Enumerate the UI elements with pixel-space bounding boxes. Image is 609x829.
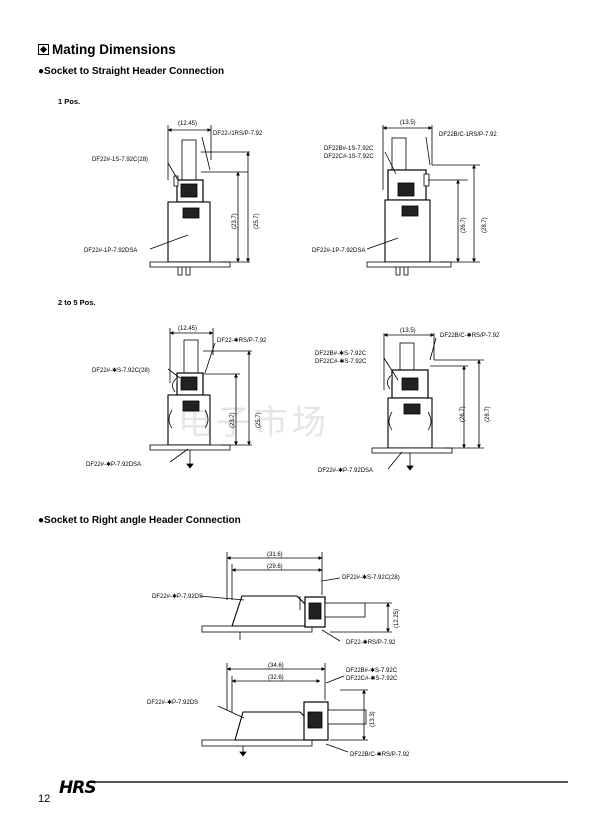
d2-top-dim: (13.5): [400, 120, 416, 126]
diagram-multipos-left: [149, 328, 252, 469]
diagram-right-angle-1: [199, 552, 392, 642]
d4-top-dim: (13.5): [400, 328, 416, 334]
subsection-1-pos: 1 Pos.: [58, 97, 81, 106]
d6-label-socket-2: DF22C#-✱S-7.92C: [346, 675, 398, 682]
d2-label-socket-1: DF22B#-1S-7.92C: [324, 146, 374, 152]
d2-dim-a: (26.7): [461, 217, 467, 233]
d6-label-receptacle: DF22B/C-✱RS/P-7.92: [350, 751, 410, 758]
section-heading-straight: ●Socket to Straight Header Connection: [38, 66, 225, 77]
d2-label-header: DF22#-1P-7.92DSA: [312, 248, 365, 254]
d5-dim-outer: (31.6): [267, 552, 283, 558]
d5-label-socket: DF22#-✱S-7.92C(28): [342, 574, 400, 581]
page-number: 12: [38, 793, 51, 805]
d1-dim-a: (23.7): [232, 213, 238, 229]
d5-dim-inner: (29.6): [267, 564, 283, 570]
d1-dim-b: (25.7): [254, 213, 260, 229]
subsection-2-to-5-pos: 2 to 5 Pos.: [58, 298, 96, 307]
d6-dim-inner: (32.6): [268, 675, 284, 681]
d3-top-dim: (12.45): [178, 326, 197, 332]
d4-dim-a: (26.7): [460, 406, 466, 422]
section-heading-right-angle: ●Socket to Right angle Header Connection: [38, 515, 241, 526]
footer-rule: [88, 781, 568, 783]
d2-dim-b: (28.7): [482, 217, 488, 233]
d4-label-header: DF22#-✱P-7.92DSA: [318, 467, 373, 474]
d4-label-socket-1: DF22B#-✱S-7.92C: [315, 350, 367, 357]
d1-label-header: DF22#-1P-7.92DSA: [84, 248, 137, 254]
hrs-logo: HRS: [59, 778, 97, 798]
d4-label-socket-2: DF22C#-✱S-7.92C: [315, 358, 367, 365]
d2-label-socket-2: DF22C#-1S-7.92C: [324, 154, 374, 160]
diagram-multipos-right: [371, 333, 484, 471]
d3-dim-a: (23.7): [230, 412, 236, 428]
d6-label-header: DF22#-✱P-7.92DS: [147, 699, 198, 706]
d3-label-socket: DF22#-✱S-7.92C(28): [92, 367, 150, 374]
d4-label-receptacle: DF22B/C-✱RS/P-7.92: [440, 332, 500, 339]
diagram-right-angle-2: [201, 663, 368, 757]
d3-dim-b: (25.7): [256, 412, 262, 428]
d1-label-receptacle: DF22-/1RS/P-7.92: [213, 131, 263, 137]
page-title-text: Mating Dimensions: [52, 42, 176, 57]
d1-top-dim: (12.45): [178, 121, 197, 127]
d4-dim-b: (28.7): [485, 406, 491, 422]
page-title: Mating Dimensions: [38, 42, 176, 57]
d5-dim-height: (12.25): [394, 609, 400, 628]
d2-label-receptacle: DF22B/C-1RS/P-7.92: [439, 132, 497, 138]
diagram-1pos-left: [149, 125, 250, 276]
d5-label-receptacle: DF22-✱RS/P-7.92: [346, 639, 396, 646]
d5-label-header: DF22#-✱P-7.92DS: [152, 593, 203, 600]
d6-dim-height: (13.3): [370, 711, 376, 727]
d3-label-header: DF22#-✱P-7.92DSA: [86, 461, 141, 468]
watermark: 电子市场: [178, 403, 330, 443]
diagram-1pos-right: [366, 125, 480, 276]
diamond-box-icon: [38, 44, 49, 55]
d6-label-socket-1: DF22B#-✱S-7.92C: [346, 667, 398, 674]
d3-label-receptacle: DF22-✱RS/P-7.92: [217, 337, 267, 344]
d1-label-socket: DF22#-1S-7.92C(28): [92, 157, 148, 163]
d6-dim-outer: (34.6): [268, 663, 284, 669]
